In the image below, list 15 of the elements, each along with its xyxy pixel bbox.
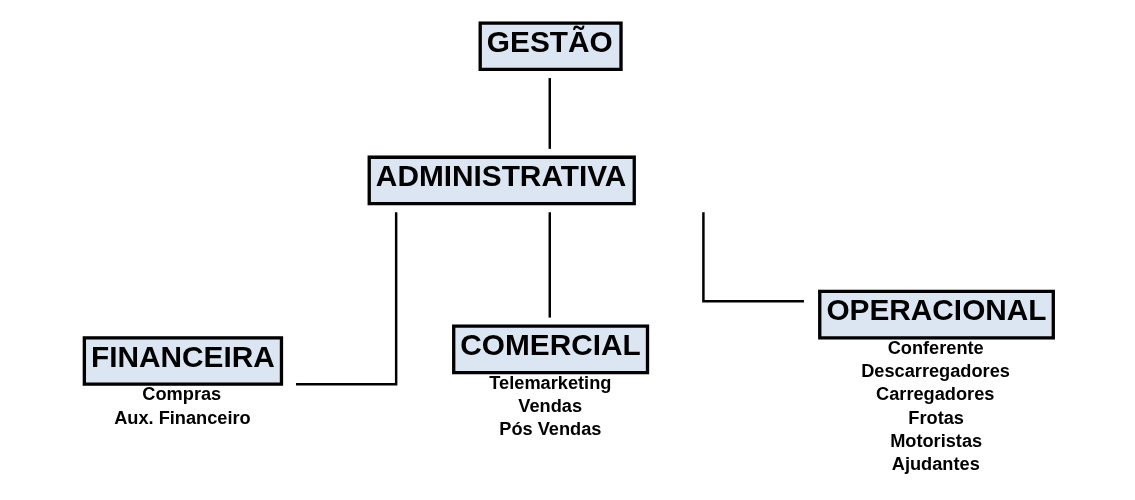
node-label: Ajudantes (891, 453, 980, 474)
node-label: Telemarketing (488, 372, 611, 393)
node-label: Motoristas (889, 430, 982, 451)
node-label: Pós Vendas (498, 419, 601, 440)
node-label: Carregadores (875, 384, 994, 405)
connector (295, 212, 397, 386)
node-label: Descarregadores (860, 361, 1010, 382)
node-label: Conferente (887, 338, 984, 359)
node-label: Compras (141, 384, 221, 405)
node-label: Frotas (907, 407, 964, 428)
connector (548, 212, 551, 318)
connector (548, 78, 551, 149)
connector (701, 212, 804, 303)
node-label: Aux. Financeiro (113, 407, 251, 428)
node-label: Vendas (517, 395, 582, 416)
